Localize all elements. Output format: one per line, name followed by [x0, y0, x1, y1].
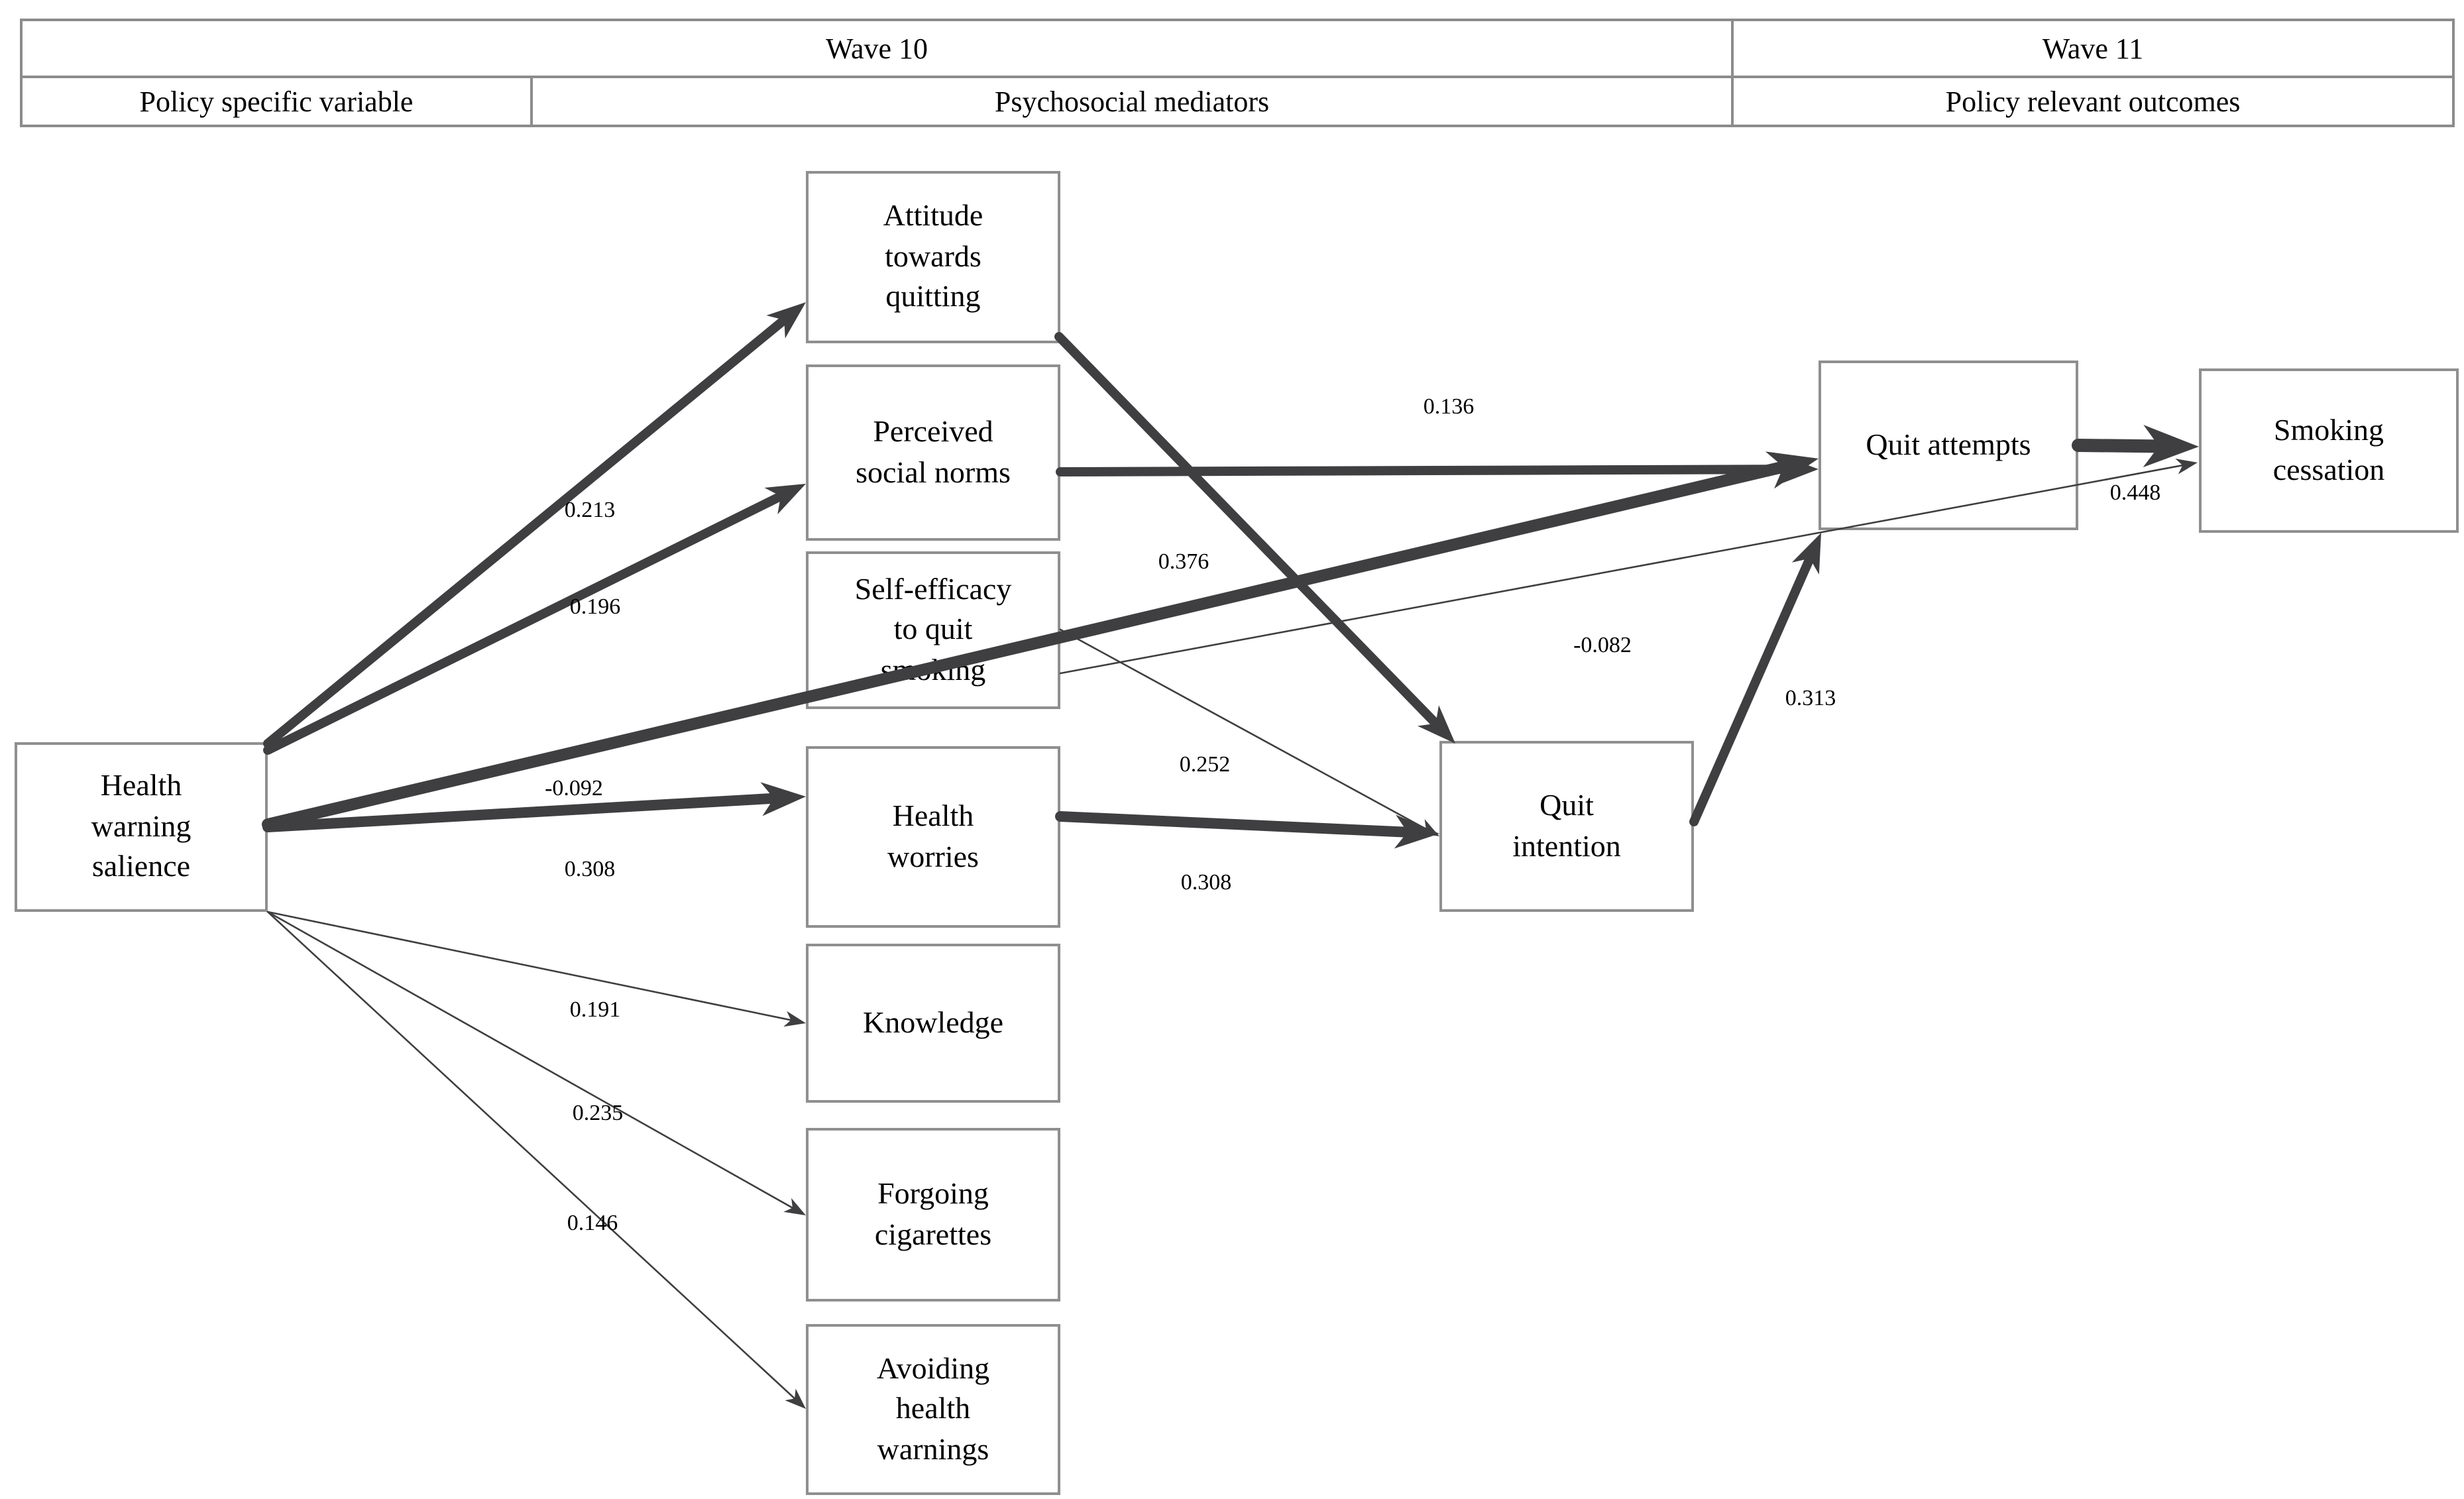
node-quit-attempts: Quit attempts [1819, 361, 2078, 530]
coefficient-label-health-warning-salience-to-attitude-towards-quitting: 0.213 [564, 497, 616, 522]
coefficient-label-health-warning-salience-to-knowledge: 0.191 [569, 997, 621, 1022]
node-avoiding-health-warnings: Avoiding health warnings [806, 1324, 1060, 1495]
path-arrow-shaft-health-worries-to-quit-intention [1055, 811, 1413, 838]
coefficient-label-health-warning-salience-to-health-worries: 0.308 [564, 856, 616, 881]
coefficient-label-health-warning-salience-to-forgoing-cigarettes: 0.235 [572, 1100, 624, 1125]
node-perceived-social-norms: Perceived social norms [806, 364, 1060, 541]
header-column-divider-left [530, 78, 533, 125]
node-health-worries: Health worries [806, 746, 1060, 928]
node-quit-intention: Quit intention [1439, 741, 1694, 912]
coefficient-label-health-warning-salience-to-avoiding-health-warnings: 0.146 [567, 1210, 618, 1235]
arrowhead-icon [1765, 451, 1819, 489]
arrowhead-icon [2175, 459, 2198, 474]
header-table: Wave 10 Wave 11 Policy specific variable… [20, 19, 2455, 127]
arrowhead-icon [1779, 454, 1819, 484]
arrowhead-icon [1791, 533, 1821, 575]
arrowhead-icon [783, 1197, 806, 1215]
path-arrow-shaft-health-warning-salience-to-perceived-social-norms [263, 491, 786, 755]
coefficient-label-quit-attempts-to-smoking-cessation: 0.448 [2109, 480, 2161, 505]
arrowhead-icon [783, 1011, 806, 1027]
coefficient-label-quit-intention-to-quit-attempts: 0.313 [1785, 685, 1836, 710]
node-knowledge: Knowledge [806, 944, 1060, 1103]
path-arrow-shaft-health-warning-salience-to-health-worries [262, 793, 779, 832]
node-health-warning-salience: Health warning salience [15, 742, 268, 912]
path-arrow-shaft-health-warning-salience-to-attitude-towards-quitting [263, 315, 789, 748]
node-smoking-cessation: Smoking cessation [2199, 368, 2459, 533]
arrowhead-icon [1394, 814, 1439, 849]
header-policy-specific-variable: Policy specific variable [139, 84, 414, 117]
header-policy-relevant-outcomes: Policy relevant outcomes [1945, 84, 2241, 117]
header-wave-11: Wave 11 [2042, 31, 2144, 64]
coefficient-label-perceived-social-norms-to-quit-attempts: 0.136 [1423, 394, 1475, 419]
coefficient-label-health-warning-salience-to-perceived-social-norms: 0.196 [569, 594, 621, 619]
arrowhead-icon [760, 782, 806, 816]
arrowhead-icon [2143, 425, 2199, 468]
arrowhead-icon [766, 302, 806, 339]
header-psychosocial-mediators: Psychosocial mediators [994, 84, 1270, 117]
node-self-efficacy-to-quit-smoking: Self-efficacy to quit smoking [806, 551, 1060, 709]
coefficient-label-health-warning-salience-to-quit-attempts: -0.092 [545, 775, 603, 801]
node-forgoing-cigarettes: Forgoing cigarettes [806, 1128, 1060, 1302]
arrowhead-icon [1417, 819, 1439, 836]
header-wave-10: Wave 10 [825, 31, 928, 64]
path-arrow-shaft-self-efficacy-to-quit-smoking-to-quit-intention [1059, 628, 1428, 830]
coefficient-label-self-efficacy-to-quit-smoking-to-quit-intention: 0.252 [1179, 751, 1231, 777]
node-attitude-towards-quitting: Attitude towards quitting [806, 171, 1060, 343]
path-arrow-shaft-health-warning-salience-to-knowledge [266, 911, 792, 1021]
arrowhead-icon [1417, 705, 1455, 744]
path-arrow-shaft-health-warning-salience-to-avoiding-health-warnings [266, 911, 796, 1400]
arrowhead-icon [785, 1388, 806, 1409]
coefficient-label-health-worries-to-quit-intention: 0.308 [1180, 869, 1232, 895]
path-arrow-shaft-health-warning-salience-to-forgoing-cigarettes [266, 911, 794, 1209]
coefficient-label-self-efficacy-to-quit-smoking-to-smoking-cessation: -0.082 [1573, 632, 1632, 657]
header-row-divider [23, 76, 2452, 78]
arrowhead-icon [764, 484, 806, 515]
header-column-divider-wave [1731, 21, 1734, 125]
path-arrow-shaft-quit-attempts-to-smoking-cessation [2072, 439, 2166, 453]
path-arrow-shaft-perceived-social-norms-to-quit-attempts [1056, 465, 1795, 476]
path-arrow-shaft-attitude-towards-quitting-to-quit-intention [1054, 332, 1441, 728]
coefficient-label-attitude-towards-quitting-to-quit-intention: 0.376 [1158, 549, 1209, 574]
